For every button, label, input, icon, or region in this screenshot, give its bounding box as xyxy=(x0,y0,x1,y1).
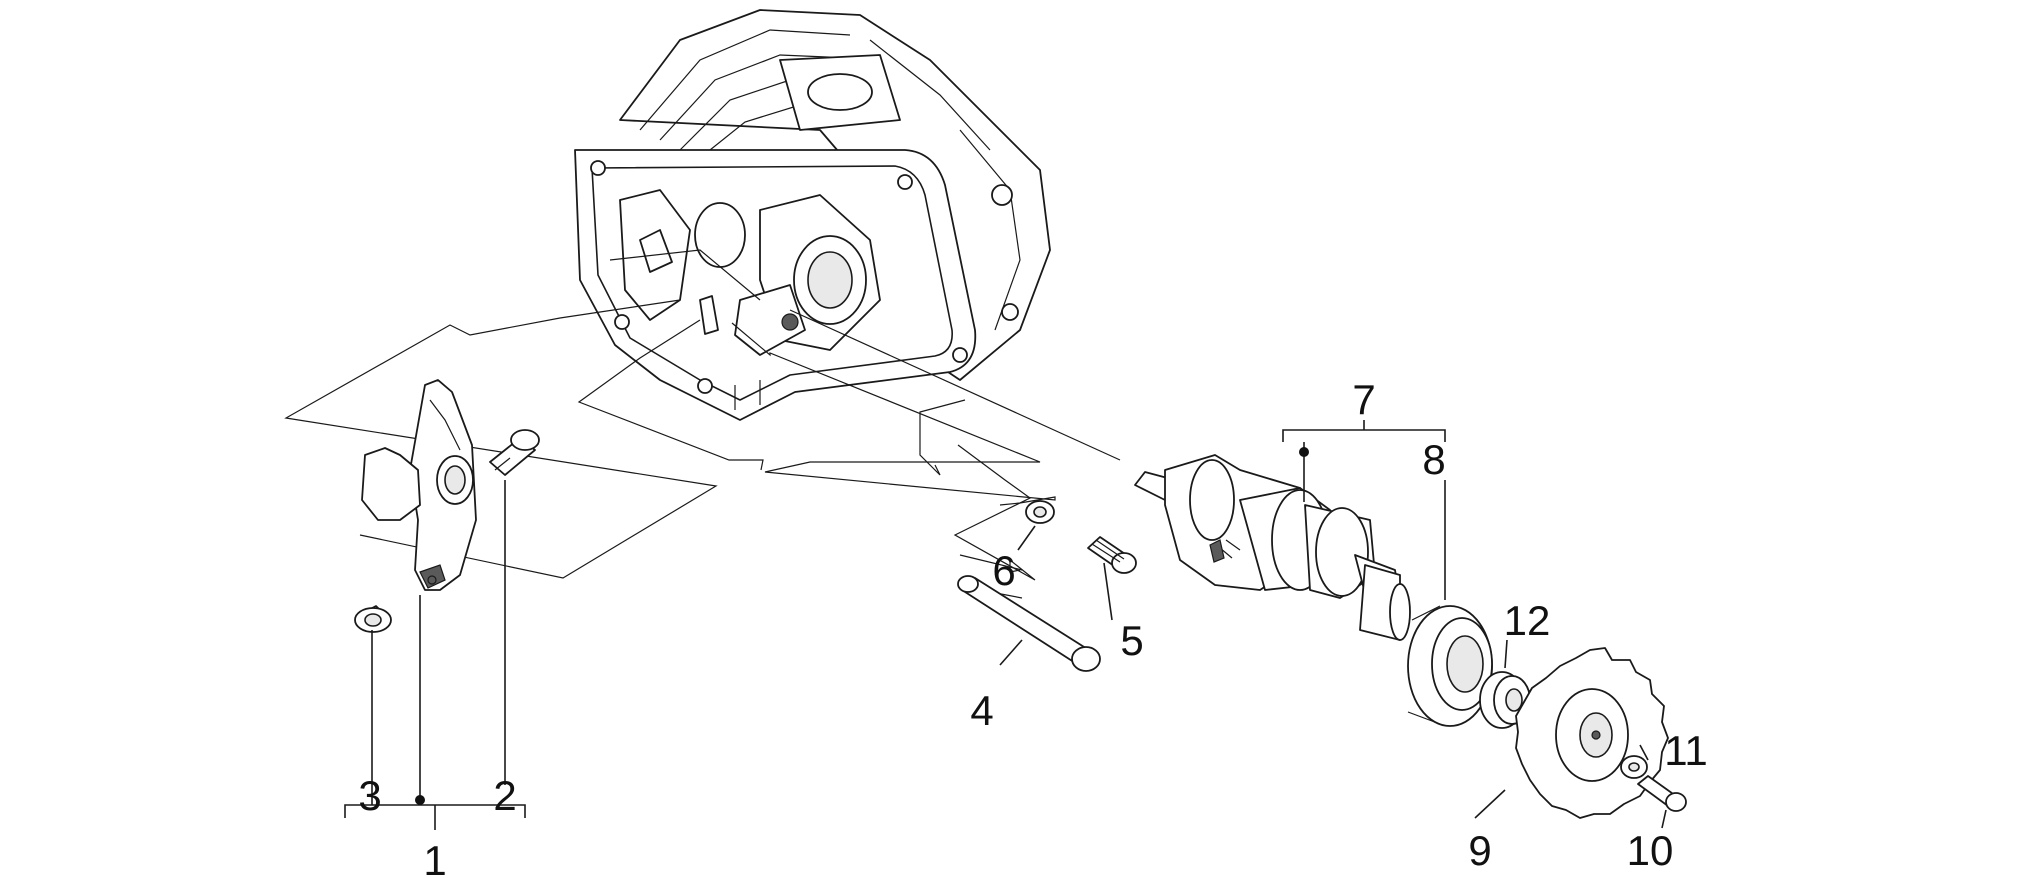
callout-12: 12 xyxy=(1504,597,1551,644)
bolt xyxy=(1087,536,1137,574)
callout-5: 5 xyxy=(1120,617,1143,664)
cylinder-head xyxy=(574,9,1051,421)
callout-7: 7 xyxy=(1352,376,1375,423)
callout-9: 9 xyxy=(1468,827,1491,874)
callout-3: 3 xyxy=(358,772,381,819)
rocker-shaft xyxy=(957,575,1101,672)
callout-1: 1 xyxy=(423,837,446,878)
washer xyxy=(1025,500,1055,524)
callout-labels: 1 2 3 4 5 6 7 8 9 10 11 12 xyxy=(358,376,1707,878)
callout-2: 2 xyxy=(493,772,516,819)
sprocket xyxy=(1515,647,1669,819)
callout-6: 6 xyxy=(992,547,1015,594)
rocker-arm xyxy=(361,379,477,591)
ball-bearing xyxy=(1407,605,1493,727)
callout-4: 4 xyxy=(970,687,993,734)
sprocket-washer xyxy=(1620,755,1648,779)
callout-leaders xyxy=(344,420,1667,830)
adjuster-screw xyxy=(489,429,540,476)
camshaft xyxy=(1134,454,1411,641)
callout-11: 11 xyxy=(1664,727,1708,774)
lock-nut xyxy=(354,605,392,633)
callout-8: 8 xyxy=(1422,436,1445,483)
callout-10: 10 xyxy=(1627,827,1674,874)
sprocket-bolt xyxy=(1637,775,1687,812)
